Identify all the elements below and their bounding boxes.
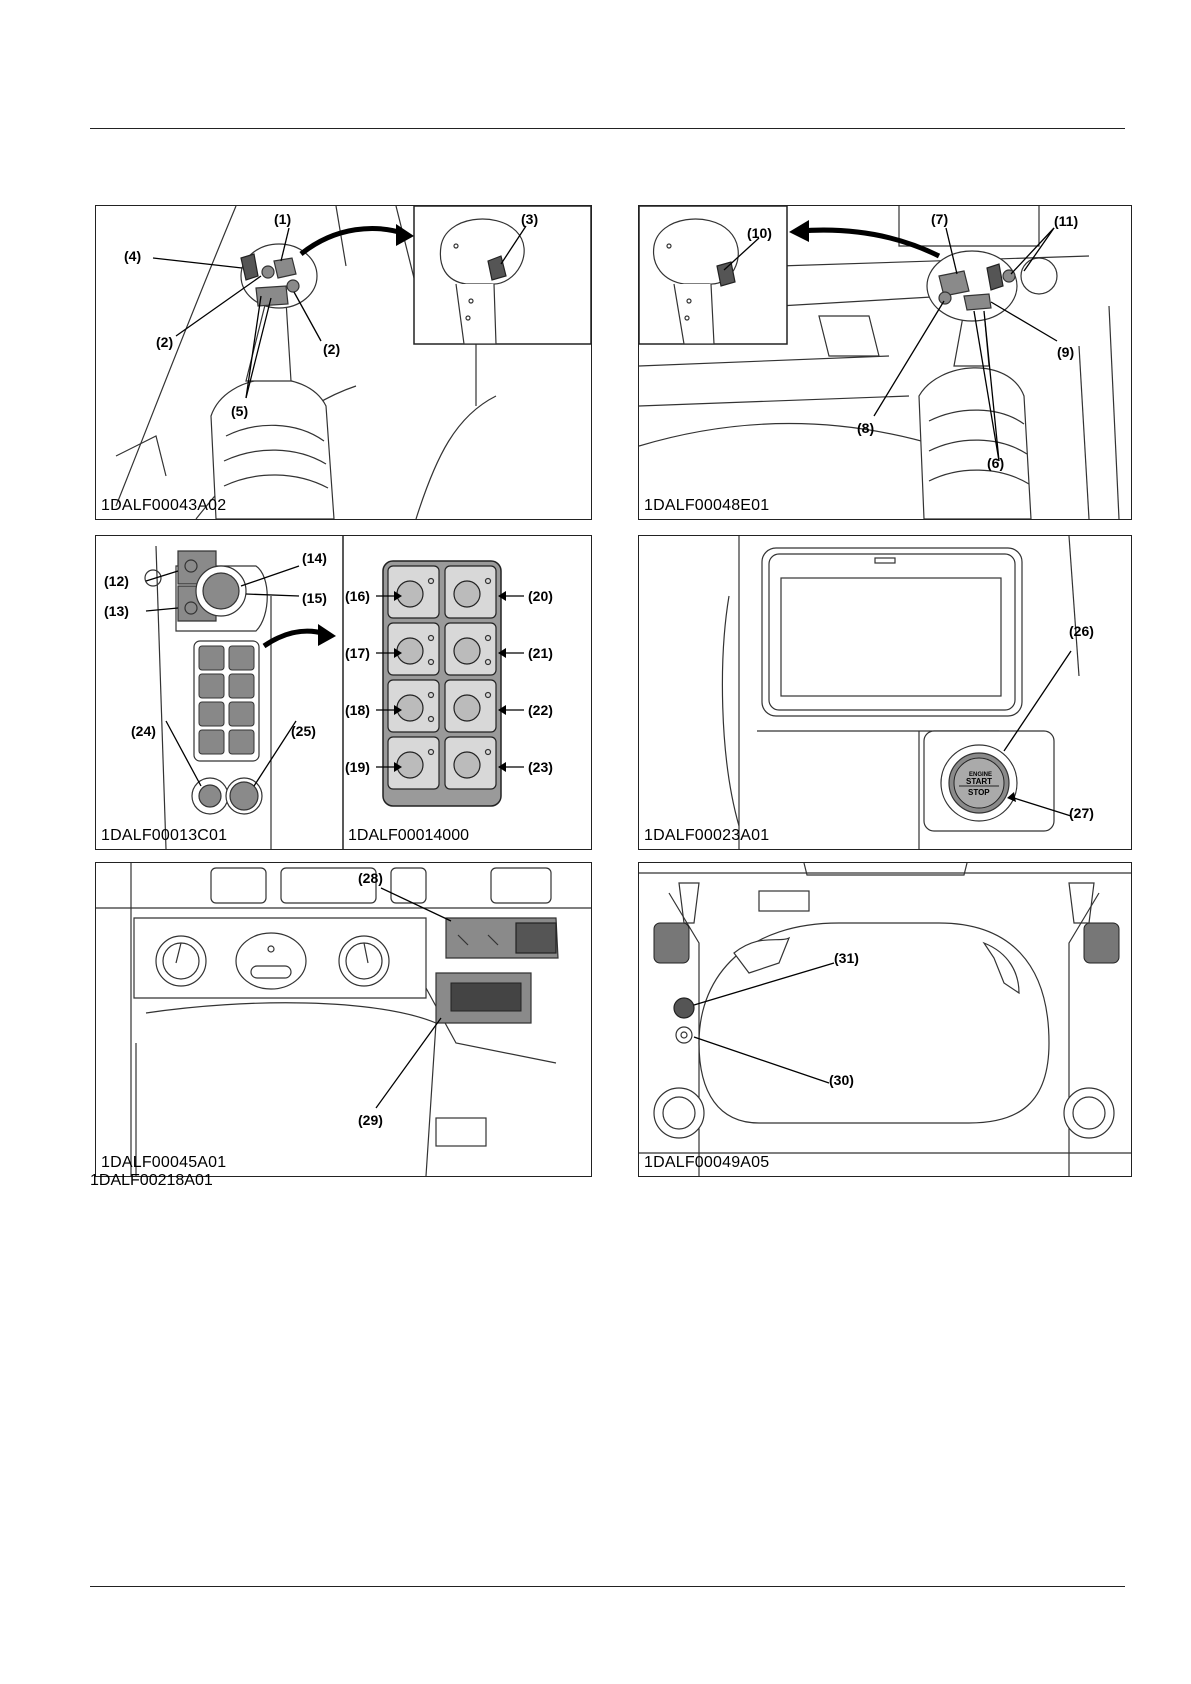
callout-18: (18) bbox=[345, 702, 370, 718]
callout-4: (4) bbox=[124, 248, 141, 264]
callout-15: (15) bbox=[302, 590, 327, 606]
figure-caption-right: 1DALF00014000 bbox=[348, 827, 469, 845]
callout-25: (25) bbox=[291, 723, 316, 739]
figure-caption: 1DALF00043A02 bbox=[101, 497, 226, 515]
figure-display-start: ENGINE START STOP (26) (27) 1DALF00023A0… bbox=[638, 535, 1132, 850]
figure-caption-left: 1DALF00013C01 bbox=[101, 827, 227, 845]
callout-2a: (2) bbox=[156, 334, 173, 350]
callout-13: (13) bbox=[104, 603, 129, 619]
callout-1: (1) bbox=[274, 211, 291, 227]
callout-22: (22) bbox=[528, 702, 553, 718]
figure-mirror-switches: (28) (29) 1DALF00045A01 bbox=[95, 862, 592, 1177]
start-label: START bbox=[966, 777, 992, 786]
callout-23: (23) bbox=[528, 759, 553, 775]
rear-sockets-callouts: (31) (30) bbox=[639, 863, 1131, 1176]
callout-28: (28) bbox=[358, 870, 383, 886]
callout-8: (8) bbox=[857, 420, 874, 436]
callout-21: (21) bbox=[528, 645, 553, 661]
joystick-left-callouts: (1) (2) (2) (3) (4) (5) bbox=[96, 206, 591, 519]
callout-10: (10) bbox=[747, 225, 772, 241]
callout-16: (16) bbox=[345, 588, 370, 604]
callout-24: (24) bbox=[131, 723, 156, 739]
figure-joystick-left: (1) (2) (2) (3) (4) (5) 1DALF00043A02 bbox=[95, 205, 592, 520]
figure-caption: 1DALF00023A01 bbox=[644, 827, 769, 845]
figure-caption: 1DALF00048E01 bbox=[644, 497, 769, 515]
footer-rule bbox=[90, 1586, 1125, 1587]
callout-2b: (2) bbox=[323, 341, 340, 357]
figure-joystick-right: (6) (7) (8) (9) (10) (11) 1DALF00048E01 bbox=[638, 205, 1132, 520]
callout-6: (6) bbox=[987, 455, 1004, 471]
callout-31: (31) bbox=[834, 950, 859, 966]
callout-5: (5) bbox=[231, 403, 248, 419]
callout-14: (14) bbox=[302, 550, 327, 566]
callout-20: (20) bbox=[528, 588, 553, 604]
figure-switch-panel: (12) (13) (14) (15) (16) (17) (18) (19) … bbox=[95, 535, 592, 850]
callout-9: (9) bbox=[1057, 344, 1074, 360]
callout-19: (19) bbox=[345, 759, 370, 775]
callout-26: (26) bbox=[1069, 623, 1094, 639]
callout-30: (30) bbox=[829, 1072, 854, 1088]
display-start-callouts: ENGINE START STOP (26) (27) bbox=[639, 536, 1131, 849]
callout-27: (27) bbox=[1069, 805, 1094, 821]
callout-7: (7) bbox=[931, 211, 948, 227]
callout-17: (17) bbox=[345, 645, 370, 661]
callout-3: (3) bbox=[521, 211, 538, 227]
stop-label: STOP bbox=[968, 788, 990, 797]
switch-panel-callouts: (12) (13) (14) (15) (16) (17) (18) (19) … bbox=[96, 536, 591, 849]
callout-12: (12) bbox=[104, 573, 129, 589]
mirror-switches-callouts: (28) (29) bbox=[96, 863, 591, 1176]
header-rule bbox=[90, 128, 1125, 129]
callout-11: (11) bbox=[1054, 213, 1078, 229]
joystick-right-callouts: (6) (7) (8) (9) (10) (11) bbox=[639, 206, 1131, 519]
callout-29: (29) bbox=[358, 1112, 383, 1128]
group-caption: 1DALF00218A01 bbox=[90, 1172, 213, 1190]
figure-caption: 1DALF00045A01 bbox=[101, 1154, 226, 1172]
figure-caption: 1DALF00049A05 bbox=[644, 1154, 769, 1172]
figure-rear-sockets: (31) (30) 1DALF00049A05 bbox=[638, 862, 1132, 1177]
